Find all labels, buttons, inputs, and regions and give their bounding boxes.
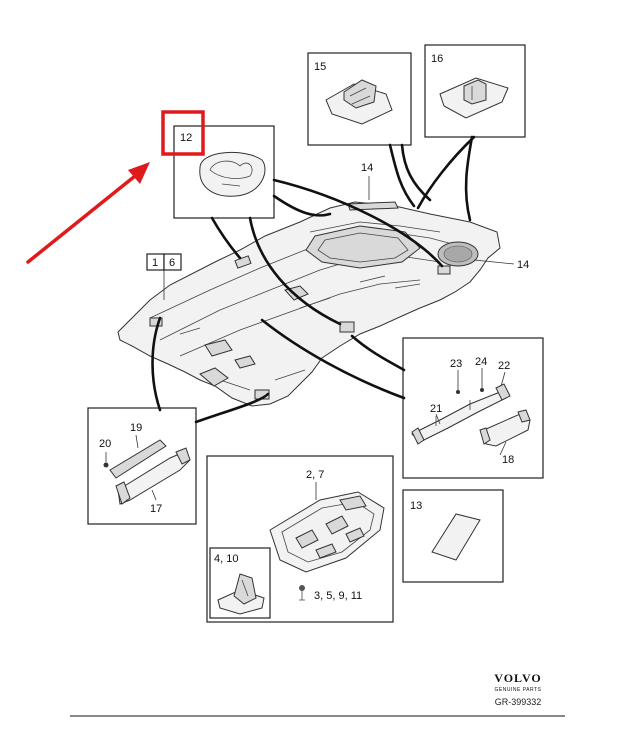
label-20: 20 — [99, 438, 111, 450]
leader-14-right — [473, 259, 515, 265]
highlight-arrow — [26, 162, 150, 264]
label-13: 13 — [410, 500, 422, 512]
label-24: 24 — [475, 356, 487, 368]
callout-15: 15 — [307, 52, 412, 146]
label-17: 17 — [150, 503, 162, 515]
label-14-right: 14 — [517, 259, 529, 271]
label-2-7: 2, 7 — [306, 469, 324, 481]
label-15: 15 — [314, 61, 326, 73]
brand-tagline: GENUINE PARTS — [495, 687, 542, 693]
reference-number: GR-399332 — [495, 697, 542, 707]
label-18: 18 — [502, 454, 514, 466]
label-12: 12 — [180, 132, 192, 144]
brand-logo: VOLVO — [494, 671, 541, 685]
label-1: 1 — [152, 257, 158, 269]
callout-grab-handle-front: 19 20 17 — [87, 407, 197, 525]
highlight-box — [161, 110, 205, 156]
callout-12: 12 — [173, 125, 275, 219]
label-6: 6 — [169, 257, 175, 269]
headliner-panel — [117, 201, 501, 407]
connector-arcs — [151, 135, 476, 424]
label-21: 21 — [430, 403, 442, 415]
callout-13: 13 — [402, 489, 504, 583]
footer: VOLVO GENUINE PARTS GR-399332 — [70, 671, 565, 717]
label-16: 16 — [431, 53, 443, 65]
label-4-10: 4, 10 — [214, 553, 238, 565]
callout-1-6: 1 6 — [146, 253, 182, 300]
callout-16: 16 — [424, 44, 526, 138]
label-3-5-9-11: 3, 5, 9, 11 — [314, 590, 362, 602]
label-14-top: 14 — [361, 162, 373, 174]
label-19: 19 — [130, 422, 142, 434]
label-22: 22 — [498, 360, 510, 372]
callout-4-10: 4, 10 — [209, 547, 271, 619]
label-23: 23 — [450, 358, 462, 370]
callout-grab-handle-rear: 23 24 22 21 18 — [402, 337, 544, 479]
